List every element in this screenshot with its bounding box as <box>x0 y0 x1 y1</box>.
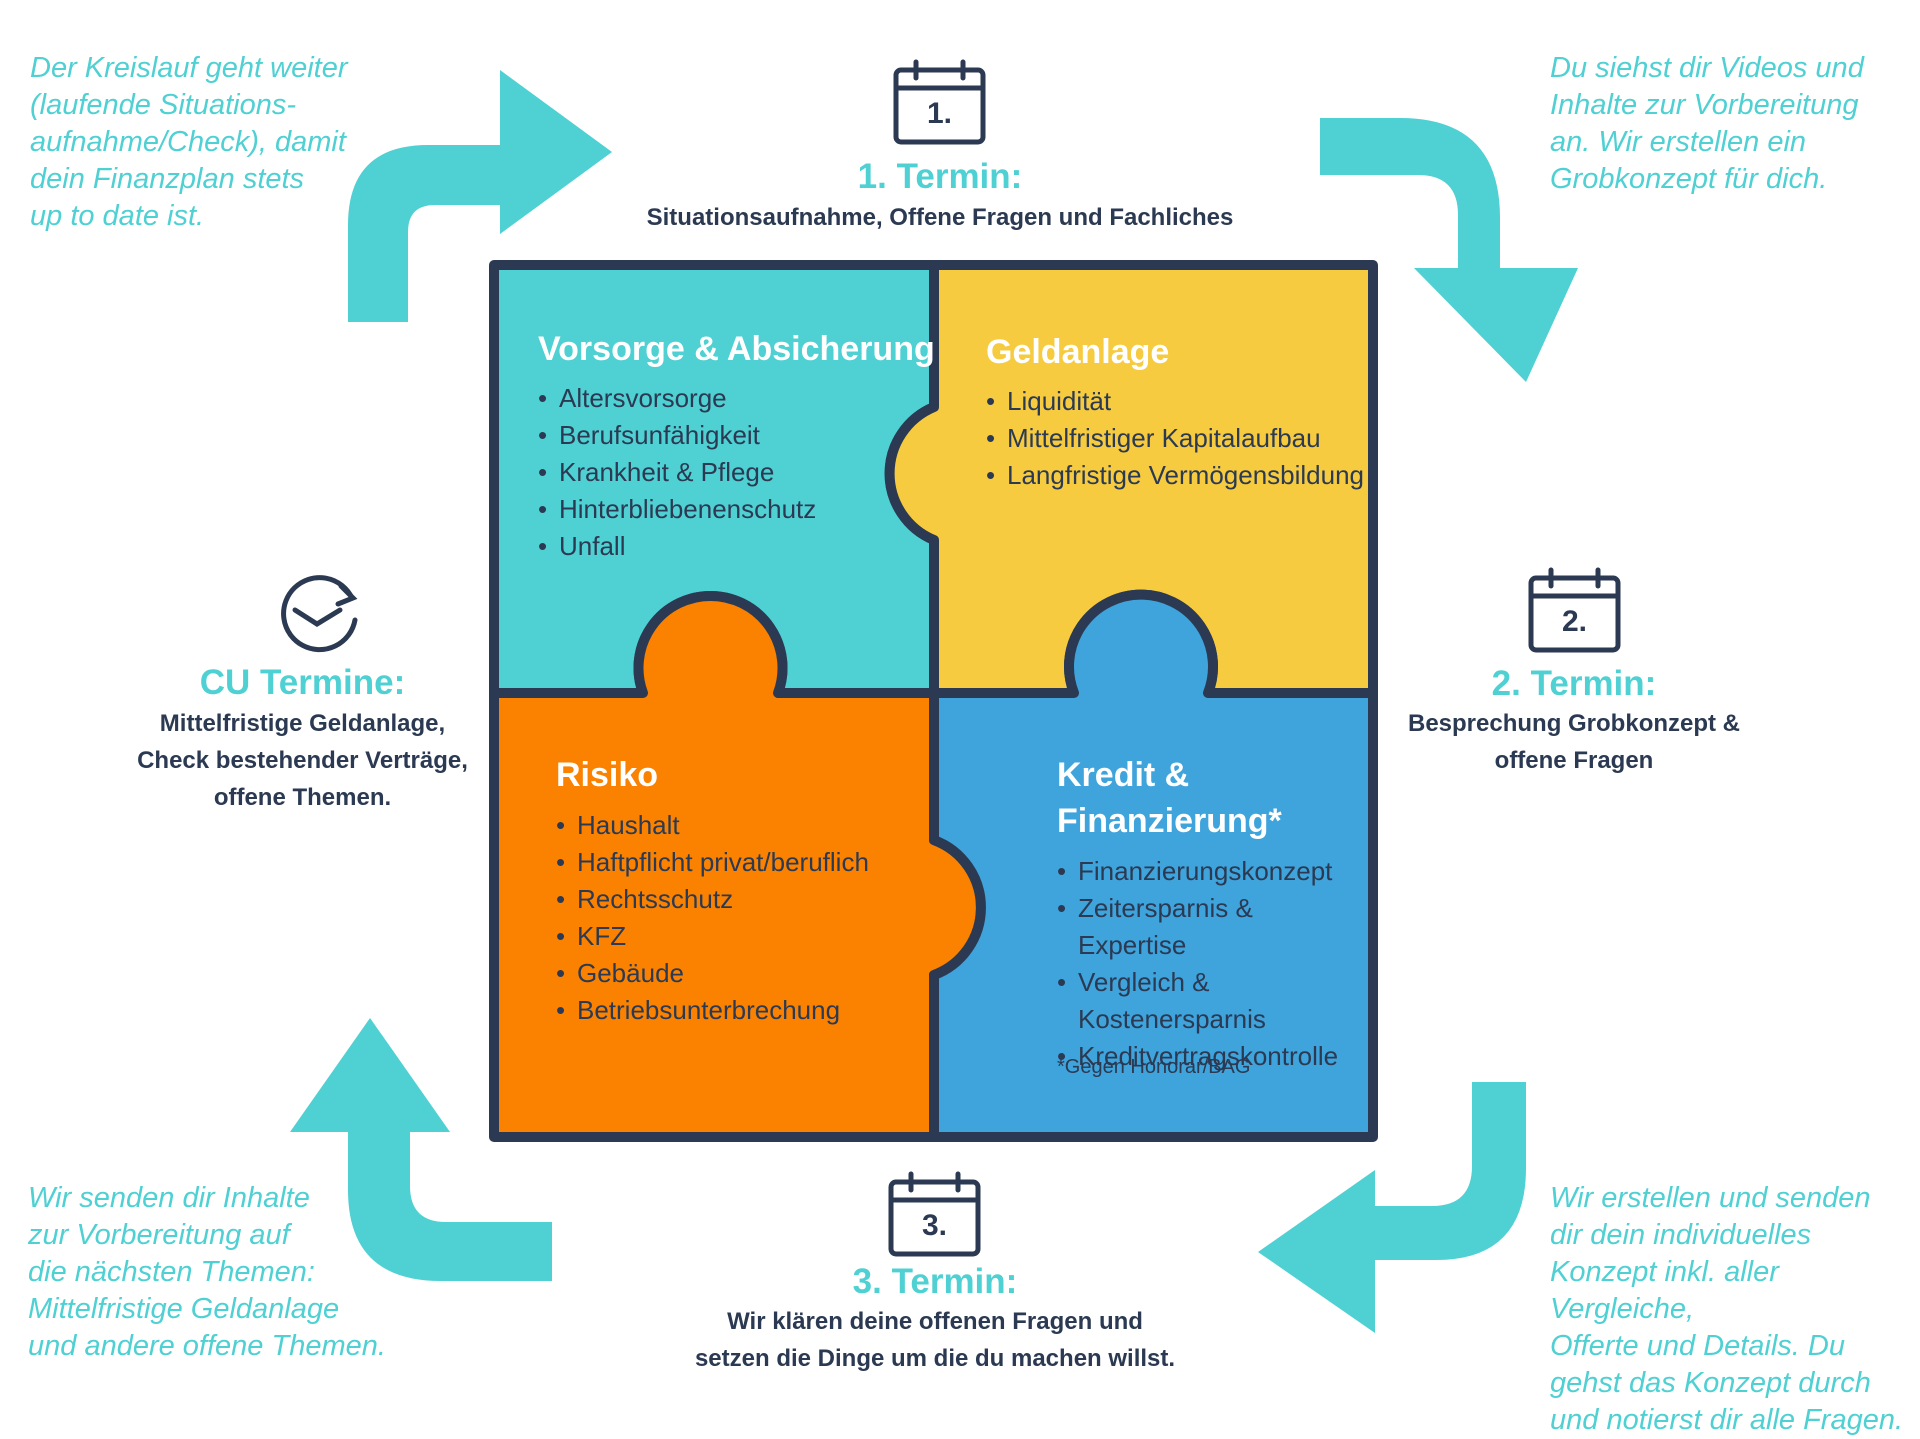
note-top-left: Der Kreislauf geht weiter (laufende Situ… <box>30 52 348 232</box>
list-item: Altersvorsorge <box>538 380 858 417</box>
list-item: Kreditvertragskontrolle <box>1057 1038 1367 1075</box>
note-top-right: Du siehst dir Videos und Inhalte zur Vor… <box>1550 52 1864 195</box>
quadrant-title-vorsorge: Vorsorge & Absicherung <box>538 330 935 368</box>
list-item: Gebäude <box>556 955 896 992</box>
list-item: Haushalt <box>556 807 896 844</box>
clock-refresh-icon <box>281 575 358 653</box>
list-item: Berufsunfähigkeit <box>538 417 858 454</box>
quadrant-list-kredit: Finanzierungskonzept Zeitersparnis & Exp… <box>1057 853 1367 1075</box>
list-item: Finanzierungskonzept <box>1057 853 1367 890</box>
quadrant-title-geldanlage: Geldanlage <box>986 333 1170 371</box>
quadrant-title-risiko: Risiko <box>556 756 659 794</box>
list-item: Betriebsunterbrechung <box>556 992 896 1029</box>
arrow-top-right <box>1320 118 1578 382</box>
step-2-text: Besprechung Grobkonzept & offene Fragen <box>1407 710 1741 774</box>
cu-title: CU Termine: <box>199 663 406 702</box>
list-item: Langfristige Vermögensbildung <box>986 457 1370 494</box>
list-item: Mittelfristiger Kapitalaufbau <box>986 420 1370 457</box>
arrow-bottom-left <box>290 1018 552 1281</box>
arrow-top-left <box>348 70 612 322</box>
list-item: KFZ <box>556 918 896 955</box>
quadrant-list-geldanlage: Liquidität Mittelfristiger Kapitalaufbau… <box>986 383 1370 494</box>
calendar-icon <box>1528 567 1621 653</box>
calendar-number-2: 2. <box>1561 605 1588 638</box>
note-bottom-left: Wir senden dir Inhalte zur Vorbereitung … <box>28 1182 386 1362</box>
step-3-title: 3. Termin: <box>852 1262 1018 1301</box>
arrow-bottom-right <box>1258 1082 1526 1333</box>
list-item: Haftpflicht privat/beruflich <box>556 844 896 881</box>
calendar-number-3: 3. <box>921 1209 948 1242</box>
quadrant-title-kredit: Kredit & Finanzierung* <box>1057 756 1282 840</box>
kredit-footnote: *Gegen Honorar/BAG <box>1057 1056 1251 1078</box>
list-item: Zeitersparnis & Expertise <box>1057 890 1367 964</box>
step-2-title: 2. Termin: <box>1491 664 1657 703</box>
calendar-number-1: 1. <box>926 97 953 130</box>
quadrant-list-vorsorge: Altersvorsorge Berufsunfähigkeit Krankhe… <box>538 380 858 565</box>
calendar-icon <box>893 59 986 145</box>
list-item: Vergleich & Kostenersparnis <box>1057 964 1367 1038</box>
list-item: Liquidität <box>986 383 1370 420</box>
calendar-icon <box>888 1171 981 1257</box>
list-item: Unfall <box>538 528 858 565</box>
list-item: Krankheit & Pflege <box>538 454 858 491</box>
step-3-text: Wir klären deine offenen Fragen und setz… <box>694 1308 1176 1372</box>
step-1-title: 1. Termin: <box>857 157 1023 196</box>
quadrant-list-risiko: Haushalt Haftpflicht privat/beruflich Re… <box>556 807 896 1029</box>
list-item: Hinterbliebenenschutz <box>538 491 858 528</box>
list-item: Rechtsschutz <box>556 881 896 918</box>
step-1-text: Situationsaufnahme, Offene Fragen und Fa… <box>646 204 1234 231</box>
note-bottom-right: Wir erstellen und senden dir dein indivi… <box>1550 1182 1904 1436</box>
cu-text: Mittelfristige Geldanlage, Check bestehe… <box>137 710 468 811</box>
